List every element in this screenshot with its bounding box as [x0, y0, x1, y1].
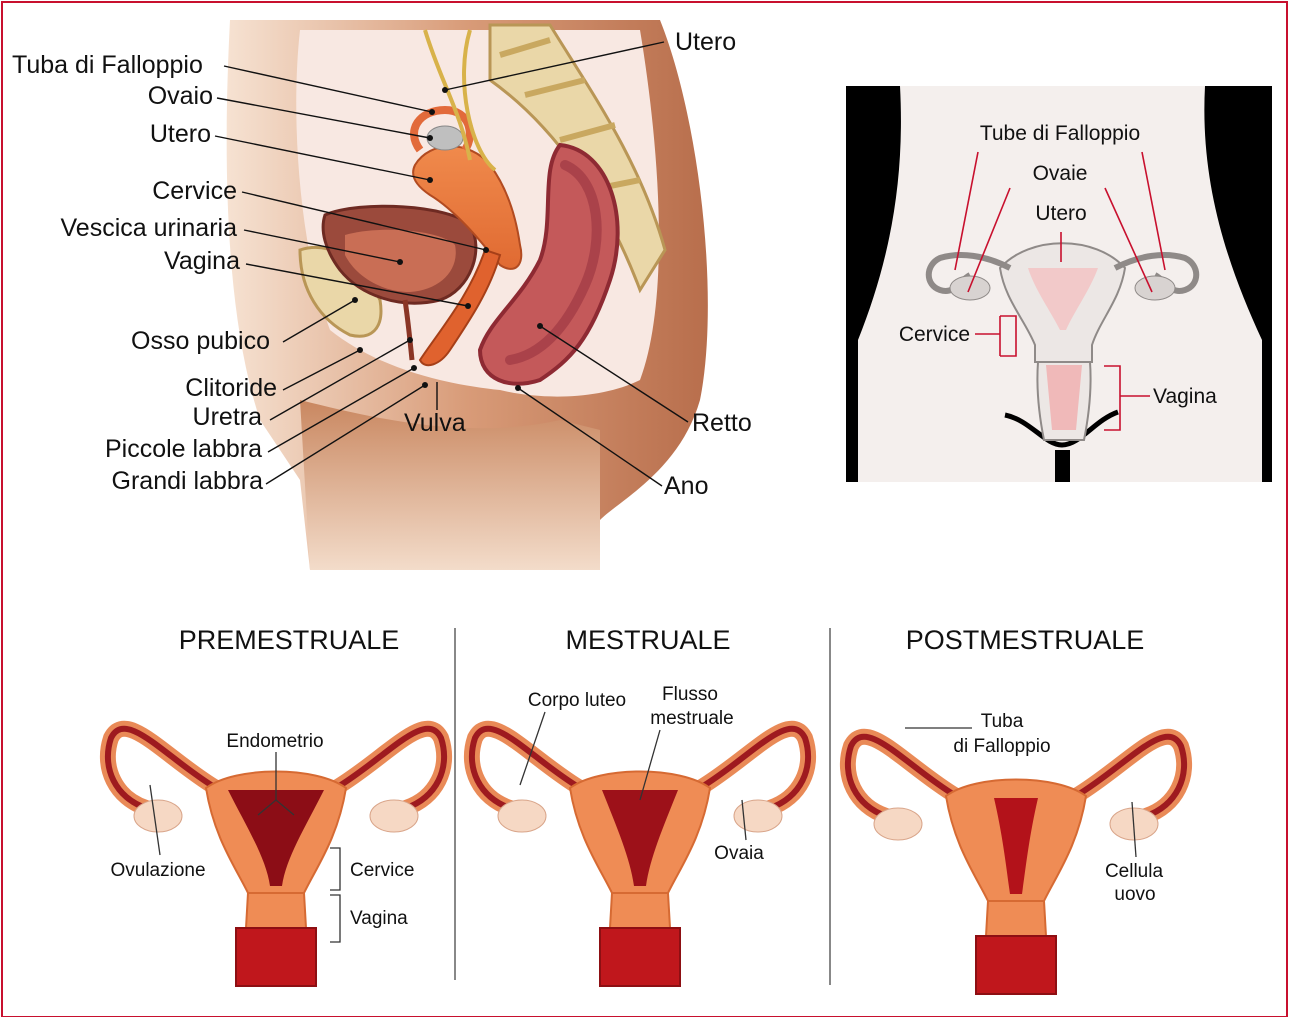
- frontal-right-ovary: [1135, 276, 1175, 300]
- label-tuba: Tuba: [981, 711, 1024, 732]
- label-cervice: Cervice: [152, 177, 237, 205]
- label-corpo-luteo: Corpo luteo: [528, 690, 626, 711]
- phase-title-premestruale: PREMESTRUALE: [179, 625, 400, 655]
- label-cervice-frontal: Cervice: [899, 323, 970, 346]
- cervix: [610, 893, 670, 928]
- label-piccole-labbra: Piccole labbra: [105, 435, 262, 463]
- label-uretra: Uretra: [193, 403, 263, 431]
- phase-title-postmestruale: POSTMESTRUALE: [906, 625, 1145, 655]
- label-clitoride: Clitoride: [185, 374, 277, 402]
- label-retto: Retto: [692, 409, 752, 437]
- left-ovary: [498, 800, 546, 832]
- vagina: [600, 928, 680, 986]
- label-ano: Ano: [664, 472, 708, 500]
- right-ovary: [370, 800, 418, 832]
- label-osso-pubico: Osso pubico: [131, 327, 270, 355]
- label-cervice-phase: Cervice: [350, 860, 414, 881]
- label-flusso: Flusso: [662, 684, 718, 705]
- left-ovary: [134, 800, 182, 832]
- label-di-falloppio: di Falloppio: [953, 736, 1050, 757]
- label-ovaie: Ovaie: [1033, 162, 1088, 185]
- right-ovary: [734, 800, 782, 832]
- label-uovo: uovo: [1114, 884, 1155, 905]
- label-ovaio: Ovaio: [148, 82, 213, 110]
- label-vagina-frontal: Vagina: [1153, 385, 1217, 408]
- label-vescica-urinaria: Vescica urinaria: [61, 214, 238, 242]
- label-utero-left: Utero: [150, 120, 211, 148]
- sagittal-view: [227, 20, 708, 570]
- frontal-vagina-inner: [1046, 365, 1082, 430]
- label-grandi-labbra: Grandi labbra: [112, 467, 264, 495]
- label-ovaia: Ovaia: [714, 843, 764, 864]
- label-tuba-di-falloppio: Tuba di Falloppio: [12, 51, 203, 79]
- left-ovary: [874, 808, 922, 840]
- label-vagina-phase: Vagina: [350, 908, 408, 929]
- vagina: [236, 928, 316, 986]
- label-ovulazione: Ovulazione: [110, 860, 205, 881]
- label-utero-top: Utero: [675, 28, 736, 56]
- label-mestruale: mestruale: [650, 708, 733, 729]
- label-cellula: Cellula: [1105, 861, 1164, 882]
- cervix: [246, 893, 306, 928]
- frontal-view: [846, 86, 1272, 482]
- label-utero-frontal: Utero: [1035, 202, 1086, 225]
- label-endometrio: Endometrio: [226, 731, 323, 752]
- vagina: [976, 936, 1056, 994]
- label-vagina: Vagina: [164, 247, 240, 275]
- label-tube-di-falloppio: Tube di Falloppio: [980, 122, 1140, 145]
- phase-title-mestruale: MESTRUALE: [565, 625, 730, 655]
- cervix: [986, 901, 1046, 936]
- label-vulva: Vulva: [404, 409, 466, 437]
